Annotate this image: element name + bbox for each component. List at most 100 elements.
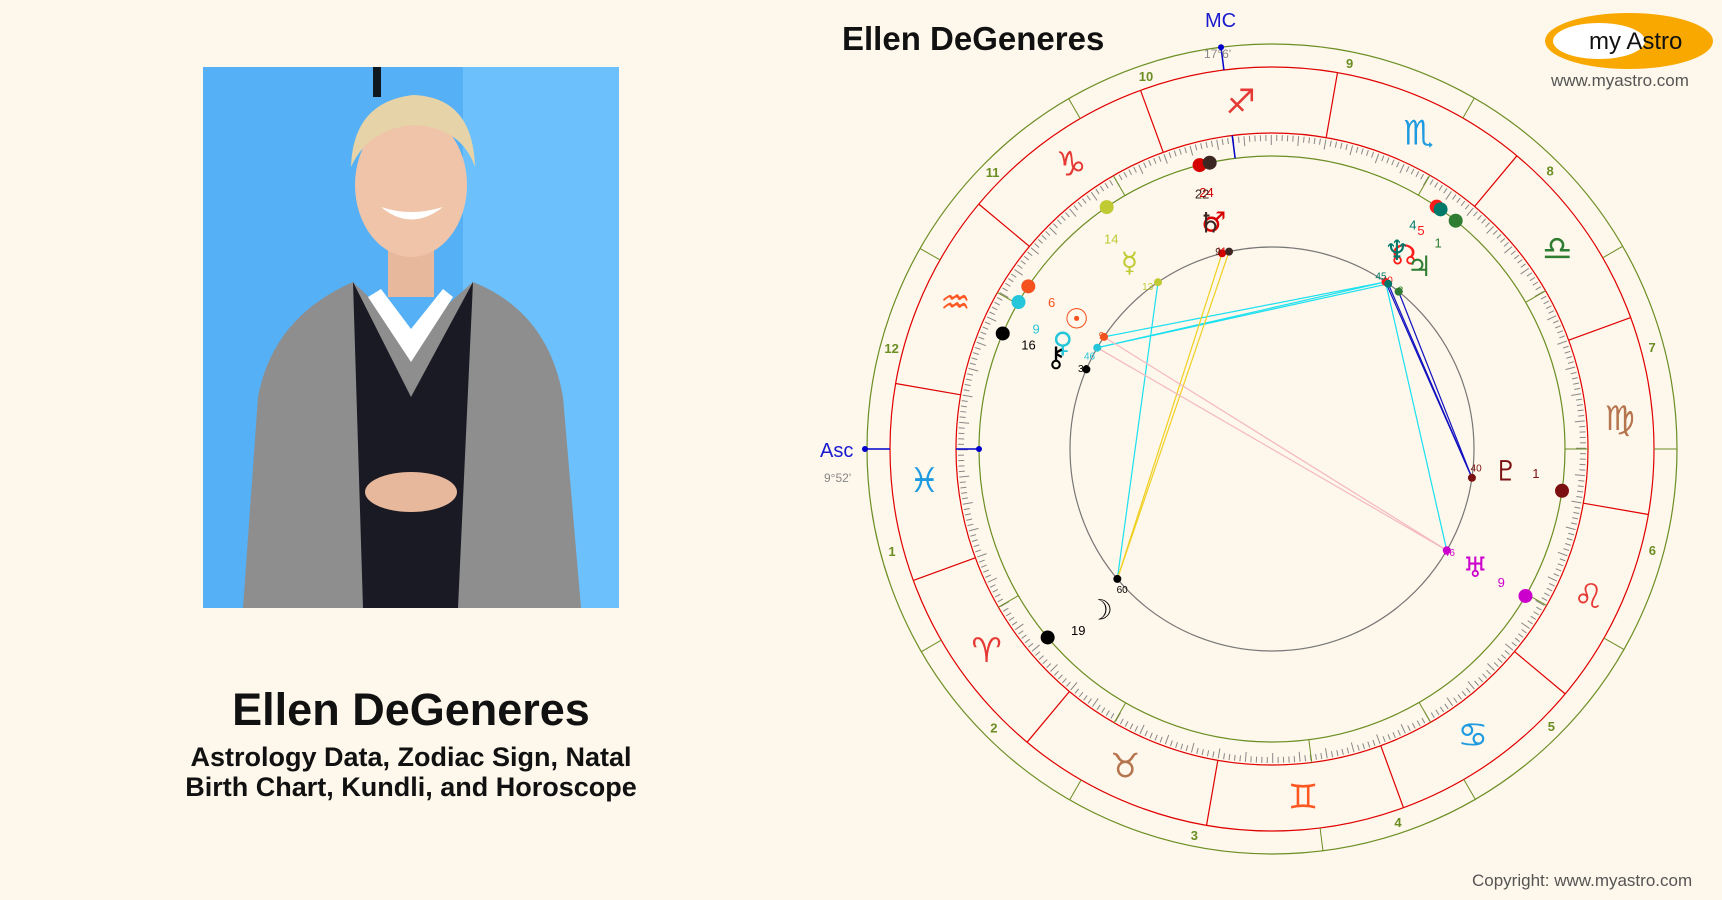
degree-tick	[1323, 139, 1327, 150]
degree-tick	[1223, 753, 1226, 760]
degree-tick	[1011, 621, 1018, 626]
degree-tick	[1405, 166, 1410, 173]
degree-tick	[1143, 162, 1147, 169]
degree-tick	[1020, 260, 1026, 265]
degree-tick	[1530, 615, 1537, 620]
house-number: 10	[1139, 69, 1153, 84]
degree-tick	[1397, 729, 1401, 736]
degree-tick	[1315, 753, 1317, 760]
degree-tick	[1205, 141, 1208, 148]
degree-tick	[959, 481, 966, 484]
mc-position: 17°6'	[1204, 47, 1231, 61]
myastro-logo[interactable]: my Astro	[1543, 11, 1715, 72]
degree-tick	[1243, 136, 1246, 147]
degree-tick	[960, 410, 967, 413]
degree-tick	[1138, 164, 1144, 174]
degree-tick	[1576, 398, 1583, 401]
degree-tick	[999, 292, 1009, 299]
degree-tick	[1320, 753, 1323, 760]
degree-tick	[1168, 152, 1172, 159]
asc-marker-inner	[976, 446, 982, 452]
house-cusp-inner	[1418, 702, 1432, 723]
degree-tick	[1446, 697, 1454, 707]
degree-tick	[989, 311, 996, 316]
degree-tick	[1511, 641, 1517, 647]
degree-tick	[1574, 420, 1585, 423]
degree-tick	[1546, 587, 1553, 592]
degree-tick	[1541, 597, 1548, 602]
planet-dot-pluto	[1555, 483, 1570, 498]
degree-tick	[1014, 269, 1023, 276]
degree-tick	[1133, 166, 1137, 173]
degree-tick	[1521, 622, 1530, 629]
degree-tick	[1376, 734, 1381, 744]
degree-tick	[1058, 674, 1063, 680]
degree-tick	[961, 492, 968, 494]
degree-tick	[1002, 287, 1008, 292]
planet-minute: 9	[1215, 247, 1221, 258]
degree-tick	[974, 346, 981, 350]
degree-tick	[982, 326, 989, 330]
house-number: 8	[1546, 164, 1553, 179]
degree-tick	[1396, 161, 1400, 168]
degree-tick	[1570, 371, 1577, 375]
degree-tick	[1387, 734, 1391, 741]
degree-tick	[1109, 179, 1114, 186]
degree-tick	[1381, 155, 1385, 162]
degree-tick	[1128, 169, 1132, 176]
mc-line	[1220, 47, 1225, 71]
sign-virgo-icon: ♍	[1604, 399, 1634, 439]
logo-url[interactable]: www.myastro.com	[1551, 71, 1689, 90]
house-number: 11	[986, 165, 1000, 180]
sign-boundary	[978, 203, 1030, 247]
degree-tick	[985, 574, 992, 578]
degree-tick	[1465, 687, 1471, 693]
degree-tick	[1206, 750, 1210, 757]
degree-tick	[1313, 137, 1316, 144]
degree-tick	[1200, 143, 1203, 150]
degree-tick	[1578, 414, 1585, 417]
degree-tick	[966, 518, 973, 521]
degree-tick	[1007, 278, 1014, 283]
degree-tick	[1548, 310, 1555, 314]
portrait-illustration	[203, 67, 619, 608]
degree-tick	[1547, 576, 1558, 582]
degree-tick	[1510, 250, 1516, 256]
house-number: 9	[1346, 56, 1353, 71]
degree-tick	[1228, 754, 1231, 761]
chiron-icon: ⚷	[1046, 340, 1067, 373]
degree-tick	[1382, 736, 1386, 743]
degree-tick	[1478, 677, 1484, 683]
planet-minute: 40	[1471, 464, 1483, 475]
degree-tick	[1077, 201, 1083, 208]
person-subtitle: Astrology Data, Zodiac Sign, Natal Birth…	[0, 742, 822, 802]
degree-tick	[1244, 751, 1247, 762]
aspect-line	[1384, 281, 1448, 551]
planet-inner-dot	[1394, 287, 1403, 296]
degree-tick	[965, 378, 972, 381]
planet-minute: 46	[1444, 548, 1456, 559]
degree-tick	[1421, 717, 1426, 724]
degree-tick	[1457, 694, 1462, 700]
degree-tick	[1504, 650, 1510, 655]
degree-tick	[1000, 601, 1010, 608]
degree-tick	[1526, 272, 1533, 277]
degree-tick	[1082, 198, 1087, 204]
degree-tick	[1148, 160, 1152, 166]
degree-tick	[1529, 276, 1536, 282]
house-number: 6	[1649, 543, 1656, 558]
degree-tick	[1233, 754, 1236, 761]
degree-tick	[1407, 725, 1411, 732]
degree-tick	[1304, 755, 1307, 762]
degree-tick	[1037, 239, 1043, 244]
degree-tick	[1485, 222, 1490, 228]
degree-tick	[1564, 543, 1572, 546]
asc-marker	[862, 446, 868, 452]
degree-tick	[1486, 669, 1491, 675]
degree-tick	[1341, 748, 1344, 755]
planet-dot-mercury	[1099, 200, 1114, 215]
sign-taurus-icon: ♉	[1110, 747, 1140, 787]
sign-sagittarius-icon: ♐	[1226, 82, 1256, 122]
degree-tick	[1134, 725, 1139, 732]
